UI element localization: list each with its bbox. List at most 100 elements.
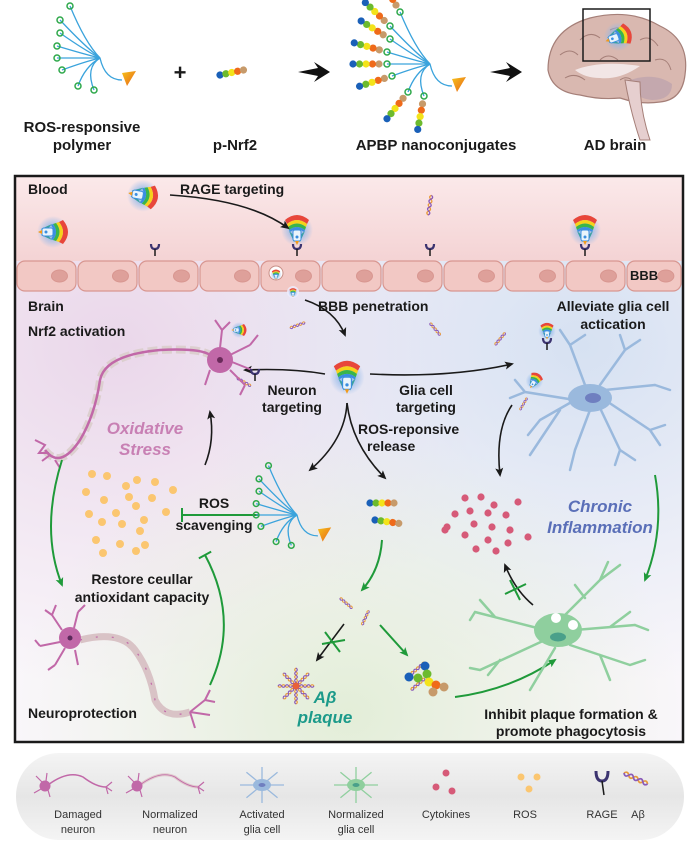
- alleviate-label-line1: Alleviate glia cell: [557, 298, 670, 314]
- glia-targeting-line1: Glia cell: [399, 382, 453, 398]
- legend-label-line1: Activated: [239, 809, 284, 821]
- legend-label-line1: RAGE: [586, 809, 617, 821]
- legend-label-line1: Damaged: [54, 809, 102, 821]
- bbb-label: BBB: [630, 268, 658, 283]
- legend-item: RAGE: [586, 770, 618, 821]
- nrf2-bind-arrow: [379, 624, 409, 657]
- polymer-label-line1: ROS-responsive: [24, 119, 141, 136]
- cytokine-dot: [514, 498, 522, 506]
- ros-responsive-polymer-icon: [252, 462, 332, 550]
- blood-region: [15, 176, 683, 261]
- ros-dot: [82, 488, 90, 496]
- abeta-plaque-aggregate-icon: [277, 667, 315, 705]
- activated-glia-illustration: [508, 328, 672, 472]
- endothelial-cell: [382, 260, 443, 292]
- ros-dot: [118, 520, 126, 528]
- legend-label-line2: glia cell: [338, 824, 375, 836]
- restore-line2: antioxidant capacity: [75, 589, 210, 605]
- endothelial-cell: [77, 260, 138, 292]
- ros-icon: [517, 773, 541, 793]
- legend-label-line2: neuron: [61, 824, 95, 836]
- cytokine-dot: [506, 526, 514, 534]
- p-nrf2-icon: [366, 499, 398, 507]
- ros-dot: [169, 486, 177, 494]
- cytokine-dot: [461, 531, 469, 539]
- neuron-targeting-arrow: [243, 365, 326, 375]
- inhibit-line1: Inhibit plaque formation &: [484, 706, 657, 722]
- ros-dot: [100, 496, 108, 504]
- cytokine-dot: [504, 539, 512, 547]
- restore-arrow-left: [50, 459, 64, 587]
- glia-normalize-arrow: [643, 474, 660, 582]
- chronic-inflammation-line2: Inflammation: [547, 518, 653, 537]
- oxidative-stress-line1: Oxidative: [107, 419, 184, 438]
- normalized-neuron-illustration: [34, 604, 216, 729]
- release-arrow-polymer: [308, 402, 348, 472]
- cytokine-dot: [502, 511, 510, 519]
- endothelial-cell: [565, 260, 626, 292]
- glia-targeting-arrow: [369, 361, 514, 376]
- arrow-right-icon: [298, 62, 330, 82]
- restore-line1: Restore ceullar: [91, 571, 193, 587]
- ros-dot: [125, 493, 133, 501]
- ros-dot: [116, 540, 124, 548]
- polymer-label-line2: polymer: [53, 137, 112, 154]
- ros-dot: [99, 549, 107, 557]
- ros-dot: [132, 502, 140, 510]
- legend-label-line1: Cytokines: [422, 809, 471, 821]
- cytokine-dot: [466, 507, 474, 515]
- ros-dot: [98, 518, 106, 526]
- legend-label-line2: glia cell: [244, 824, 281, 836]
- endothelial-cell: [504, 260, 565, 292]
- bbb-penetration-arrow: [304, 299, 347, 337]
- arrow-right-icon: [490, 62, 522, 82]
- block-cross-icon: [504, 579, 527, 601]
- cytokine-dot: [477, 493, 485, 501]
- rage-targeting-label: RAGE targeting: [180, 181, 284, 197]
- panel-border: [13, 174, 685, 744]
- damaged-neuron-illustration: [34, 319, 261, 469]
- ros-dot: [122, 482, 130, 490]
- legend-item: Cytokines: [422, 769, 471, 821]
- endothelial-cell: [138, 260, 199, 292]
- neuroprotection-inhibition-arc: [198, 550, 225, 686]
- cytokine-dot: [488, 523, 496, 531]
- cytokine-dot: [472, 545, 480, 553]
- cytokine-dot: [490, 501, 498, 509]
- neuron-targeting-line1: Neuron: [268, 382, 317, 398]
- ros-dot: [92, 536, 100, 544]
- legend-label-line1: ROS: [513, 809, 537, 821]
- cytokine-dot: [484, 509, 492, 517]
- glia-to-cytokine-arrow: [495, 404, 513, 477]
- ros-dot: [151, 478, 159, 486]
- abeta-plaque-line1: Aβ: [313, 688, 337, 707]
- nrf2-abeta-complex-icon: [404, 660, 449, 697]
- p-nrf2-icon: [215, 65, 248, 80]
- synthesis-row: ROS-responsive polymer + p-Nrf2 APBP nan…: [24, 0, 687, 154]
- brain-label: Brain: [28, 298, 64, 314]
- cytokines-icon: [432, 769, 456, 795]
- endothelial-cell: [199, 260, 260, 292]
- cytokine-dot: [461, 494, 469, 502]
- neuroprotection-label: Neuroprotection: [28, 705, 137, 721]
- ros-dot: [140, 516, 148, 524]
- inhibit-line2: promote phagocytosis: [496, 723, 646, 739]
- cytokine-dot: [492, 547, 500, 555]
- activated-glia-icon: [240, 767, 284, 803]
- cytokine-dot: [441, 526, 449, 534]
- oxidative-stress-line2: Stress: [119, 440, 171, 459]
- endothelial-cell: [321, 260, 382, 292]
- ros-responsive-polymer-icon: [53, 2, 136, 94]
- endothelial-cell: [16, 260, 77, 292]
- ros-dot: [148, 494, 156, 502]
- mechanism-panel: Blood Brain Nrf2 activation BBB RAGE tar…: [13, 174, 685, 744]
- ros-release-line1: ROS-reponsive: [358, 421, 459, 437]
- nanoparticle-bound-icon: [280, 213, 314, 247]
- rage-targeting-arrow: [169, 194, 290, 230]
- legend-item: Aβ: [622, 770, 650, 821]
- ros-dot: [136, 527, 144, 535]
